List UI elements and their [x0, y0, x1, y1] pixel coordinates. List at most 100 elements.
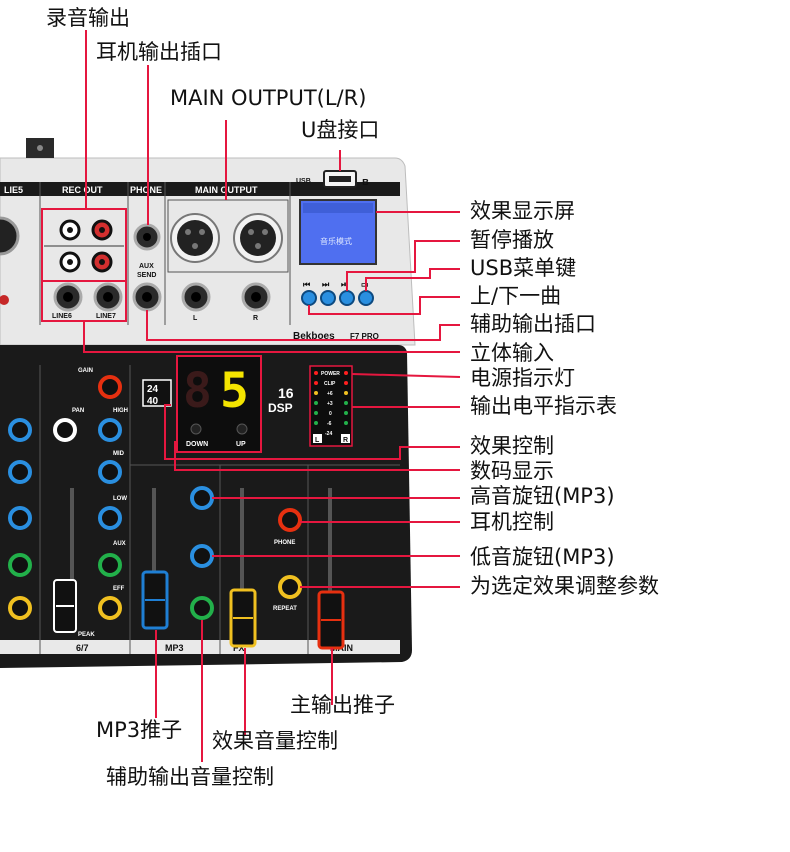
callout-usb-menu: USB菜单键 [470, 256, 577, 280]
callout-rec-out: 录音输出 [46, 6, 130, 30]
callout-aux-out-jack: 辅助输出插口 [470, 312, 596, 336]
channel-label-fx: FX [233, 643, 245, 653]
aux-knob-label: AUX [113, 541, 126, 547]
line6-label: LINE6 [52, 313, 72, 320]
led-display [176, 355, 262, 453]
down-button[interactable] [190, 423, 202, 435]
xlr-input-partial [0, 216, 20, 256]
meter-leds [314, 371, 348, 425]
knob-pan-ch6[interactable] [53, 418, 77, 442]
callout-stereo-input: 立体输入 [470, 341, 554, 365]
callout-effect-screen: 效果显示屏 [470, 199, 575, 223]
callout-level-meter: 输出电平指示表 [470, 394, 617, 418]
up-button-label: UP [236, 441, 246, 448]
callout-main-fader: 主输出推子 [290, 693, 395, 717]
jack-r-label: R [253, 315, 258, 322]
knob-mid-ch6[interactable] [98, 460, 122, 484]
phone-knob-label: PHONE [274, 540, 295, 546]
callout-aux-volume: 辅助输出音量控制 [106, 765, 274, 789]
knob-high-mp3[interactable] [190, 486, 214, 510]
pan-label: PAN [72, 408, 84, 414]
knob-phone[interactable] [278, 508, 302, 532]
down-button-label: DOWN [186, 441, 208, 448]
meter-r: R [343, 437, 348, 444]
up-button[interactable] [236, 423, 248, 435]
dsp-number: 16 [278, 385, 294, 401]
dsp-bits-badge [142, 379, 172, 407]
eff-label: EFF [113, 586, 125, 592]
mid-label: MID [113, 451, 125, 457]
knob-high-ch6[interactable] [98, 418, 122, 442]
knob-aux-ch6[interactable] [98, 553, 122, 577]
callout-headphone-control: 耳机控制 [470, 510, 554, 534]
menu-icon: ▭ [361, 280, 369, 289]
knob-mid-ch5[interactable] [8, 460, 32, 484]
knob-eff-ch6[interactable] [98, 596, 122, 620]
callout-mp3-fader: MP3推子 [96, 718, 183, 742]
bits-40: 40 [147, 396, 159, 407]
channel-label-67: 6/7 [76, 643, 89, 653]
callout-lines [83, 30, 461, 762]
meter-clip: CLIP [324, 381, 336, 387]
level-meter [309, 365, 353, 447]
usb-label: USB [296, 178, 311, 185]
main-output-box [167, 199, 289, 273]
led-digit-dim: 8 [183, 363, 212, 419]
callout-effect-control: 效果控制 [470, 434, 554, 458]
prev-button[interactable] [301, 290, 317, 306]
knob-repeat[interactable] [278, 575, 302, 599]
callout-effect-volume: 效果音量控制 [212, 729, 338, 753]
knob-aux-mp3[interactable] [190, 596, 214, 620]
knob-low-ch6[interactable] [98, 506, 122, 530]
brand-label: Bekboes [293, 331, 335, 342]
channel-label-mp3: MP3 [165, 643, 184, 653]
knob-low-ch5[interactable] [8, 506, 32, 530]
next-icon: ⏭ [322, 280, 330, 289]
play-pause-icon: ⏯ [341, 280, 347, 289]
header-lie5: LIE5 [4, 185, 23, 195]
led-digit: 5 [220, 363, 249, 419]
meter-m6: -6 [327, 421, 332, 427]
meter-m24: -24 [325, 431, 332, 437]
meter-0: 0 [329, 411, 332, 417]
callout-adjust-params: 为选定效果调整参数 [470, 574, 659, 598]
line7-label: LINE7 [96, 313, 116, 320]
callout-headphone-out: 耳机输出插口 [96, 40, 222, 64]
meter-power: POWER [321, 371, 340, 377]
dsp-label: DSP [268, 401, 293, 415]
aux-label: AUX [139, 263, 154, 270]
channel-label-strip [0, 640, 400, 654]
header-strip [0, 182, 400, 196]
repeat-knob-label: REPEAT [273, 606, 297, 612]
gain-label: GAIN [78, 368, 93, 374]
play-pause-button[interactable] [339, 290, 355, 306]
bluetooth-icon: ʙ [362, 176, 369, 188]
low-label: LOW [113, 496, 127, 502]
meter-p3: +3 [327, 401, 333, 407]
next-button[interactable] [320, 290, 336, 306]
peak-label: PEAK [78, 632, 95, 638]
callout-bass-knob: 低音旋钮(MP3) [470, 545, 615, 569]
header-rec-out: REC OUT [62, 185, 103, 195]
high-label: HIGH [113, 408, 128, 414]
callout-pause-play: 暂停播放 [470, 228, 554, 252]
jack-l-label: L [193, 315, 198, 322]
callout-main-output: MAIN OUTPUT(L/R) [170, 86, 367, 110]
knob-eff-ch5[interactable] [8, 596, 32, 620]
callout-prev-next: 上/下一曲 [470, 284, 562, 308]
callout-treble-knob: 高音旋钮(MP3) [470, 484, 615, 508]
model-label: F7 PRO [350, 332, 379, 341]
bits-24: 24 [147, 384, 159, 395]
meter-l: L [315, 437, 320, 444]
prev-icon: ⏮ [303, 280, 310, 289]
knob-high-ch5[interactable] [8, 418, 32, 442]
knob-aux-ch5[interactable] [8, 553, 32, 577]
knob-low-mp3[interactable] [190, 544, 214, 568]
callout-digital-display: 数码显示 [470, 459, 554, 483]
callout-usb-port: U盘接口 [301, 118, 380, 142]
usb-menu-button[interactable] [358, 290, 374, 306]
header-phone: PHONE [130, 185, 162, 195]
send-label: SEND [137, 272, 156, 279]
knob-gain-ch6[interactable] [98, 375, 122, 399]
